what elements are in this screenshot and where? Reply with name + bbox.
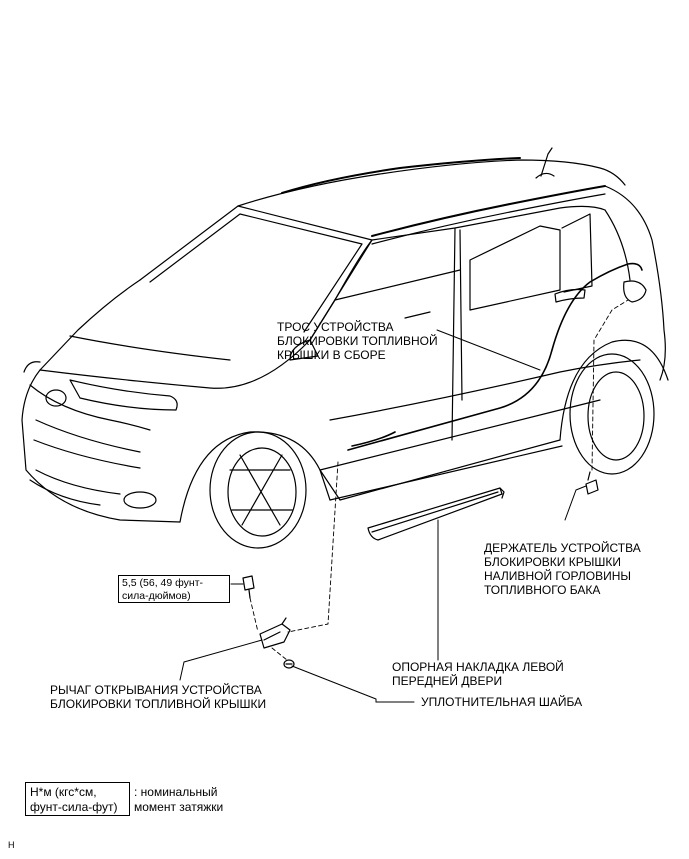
- seal-washer-label: УПЛОТНИТЕЛЬНАЯ ШАЙБА: [421, 695, 583, 709]
- leader-lines: [179, 329, 587, 703]
- antenna: [535, 147, 555, 179]
- car-body-outline: [21, 157, 669, 549]
- fuel-lid-opener-lever-label: РЫЧАГ ОТКРЫВАНИЯ УСТРОЙСТВА БЛОКИРОВКИ Т…: [50, 683, 267, 711]
- seal-washer-part: [283, 659, 295, 669]
- torque-spec-box: 5,5 (56, 49 фунт- сила-дюймов): [118, 575, 230, 603]
- fuel-lid-opener-lever-part: [259, 617, 291, 649]
- dashed-assembly-lines: [249, 299, 629, 661]
- fuel-lid-lock-cable-label: ТРОС УСТРОЙСТВА БЛОКИРОВКИ ТОПЛИВНОЙ КРЫ…: [277, 320, 438, 362]
- bolt-part: [242, 575, 255, 599]
- corner-mark: H: [8, 840, 15, 850]
- torque-unit-legend-box: Н*м (кгс*см, фунт-сила-фут): [25, 782, 130, 816]
- fuel-lid-lock-holder-part: [585, 471, 599, 495]
- fuel-lid-lock-holder-label: ДЕРЖАТЕЛЬ УСТРОЙСТВА БЛОКИРОВКИ КРЫШКИ Н…: [484, 541, 641, 597]
- door-scuff-plate-part: [367, 487, 505, 541]
- torque-legend-description: : номинальный момент затяжки: [134, 785, 224, 814]
- door-scuff-plate-label: ОПОРНАЯ НАКЛАДКА ЛЕВОЙ ПЕРЕДНЕЙ ДВЕРИ: [392, 660, 564, 688]
